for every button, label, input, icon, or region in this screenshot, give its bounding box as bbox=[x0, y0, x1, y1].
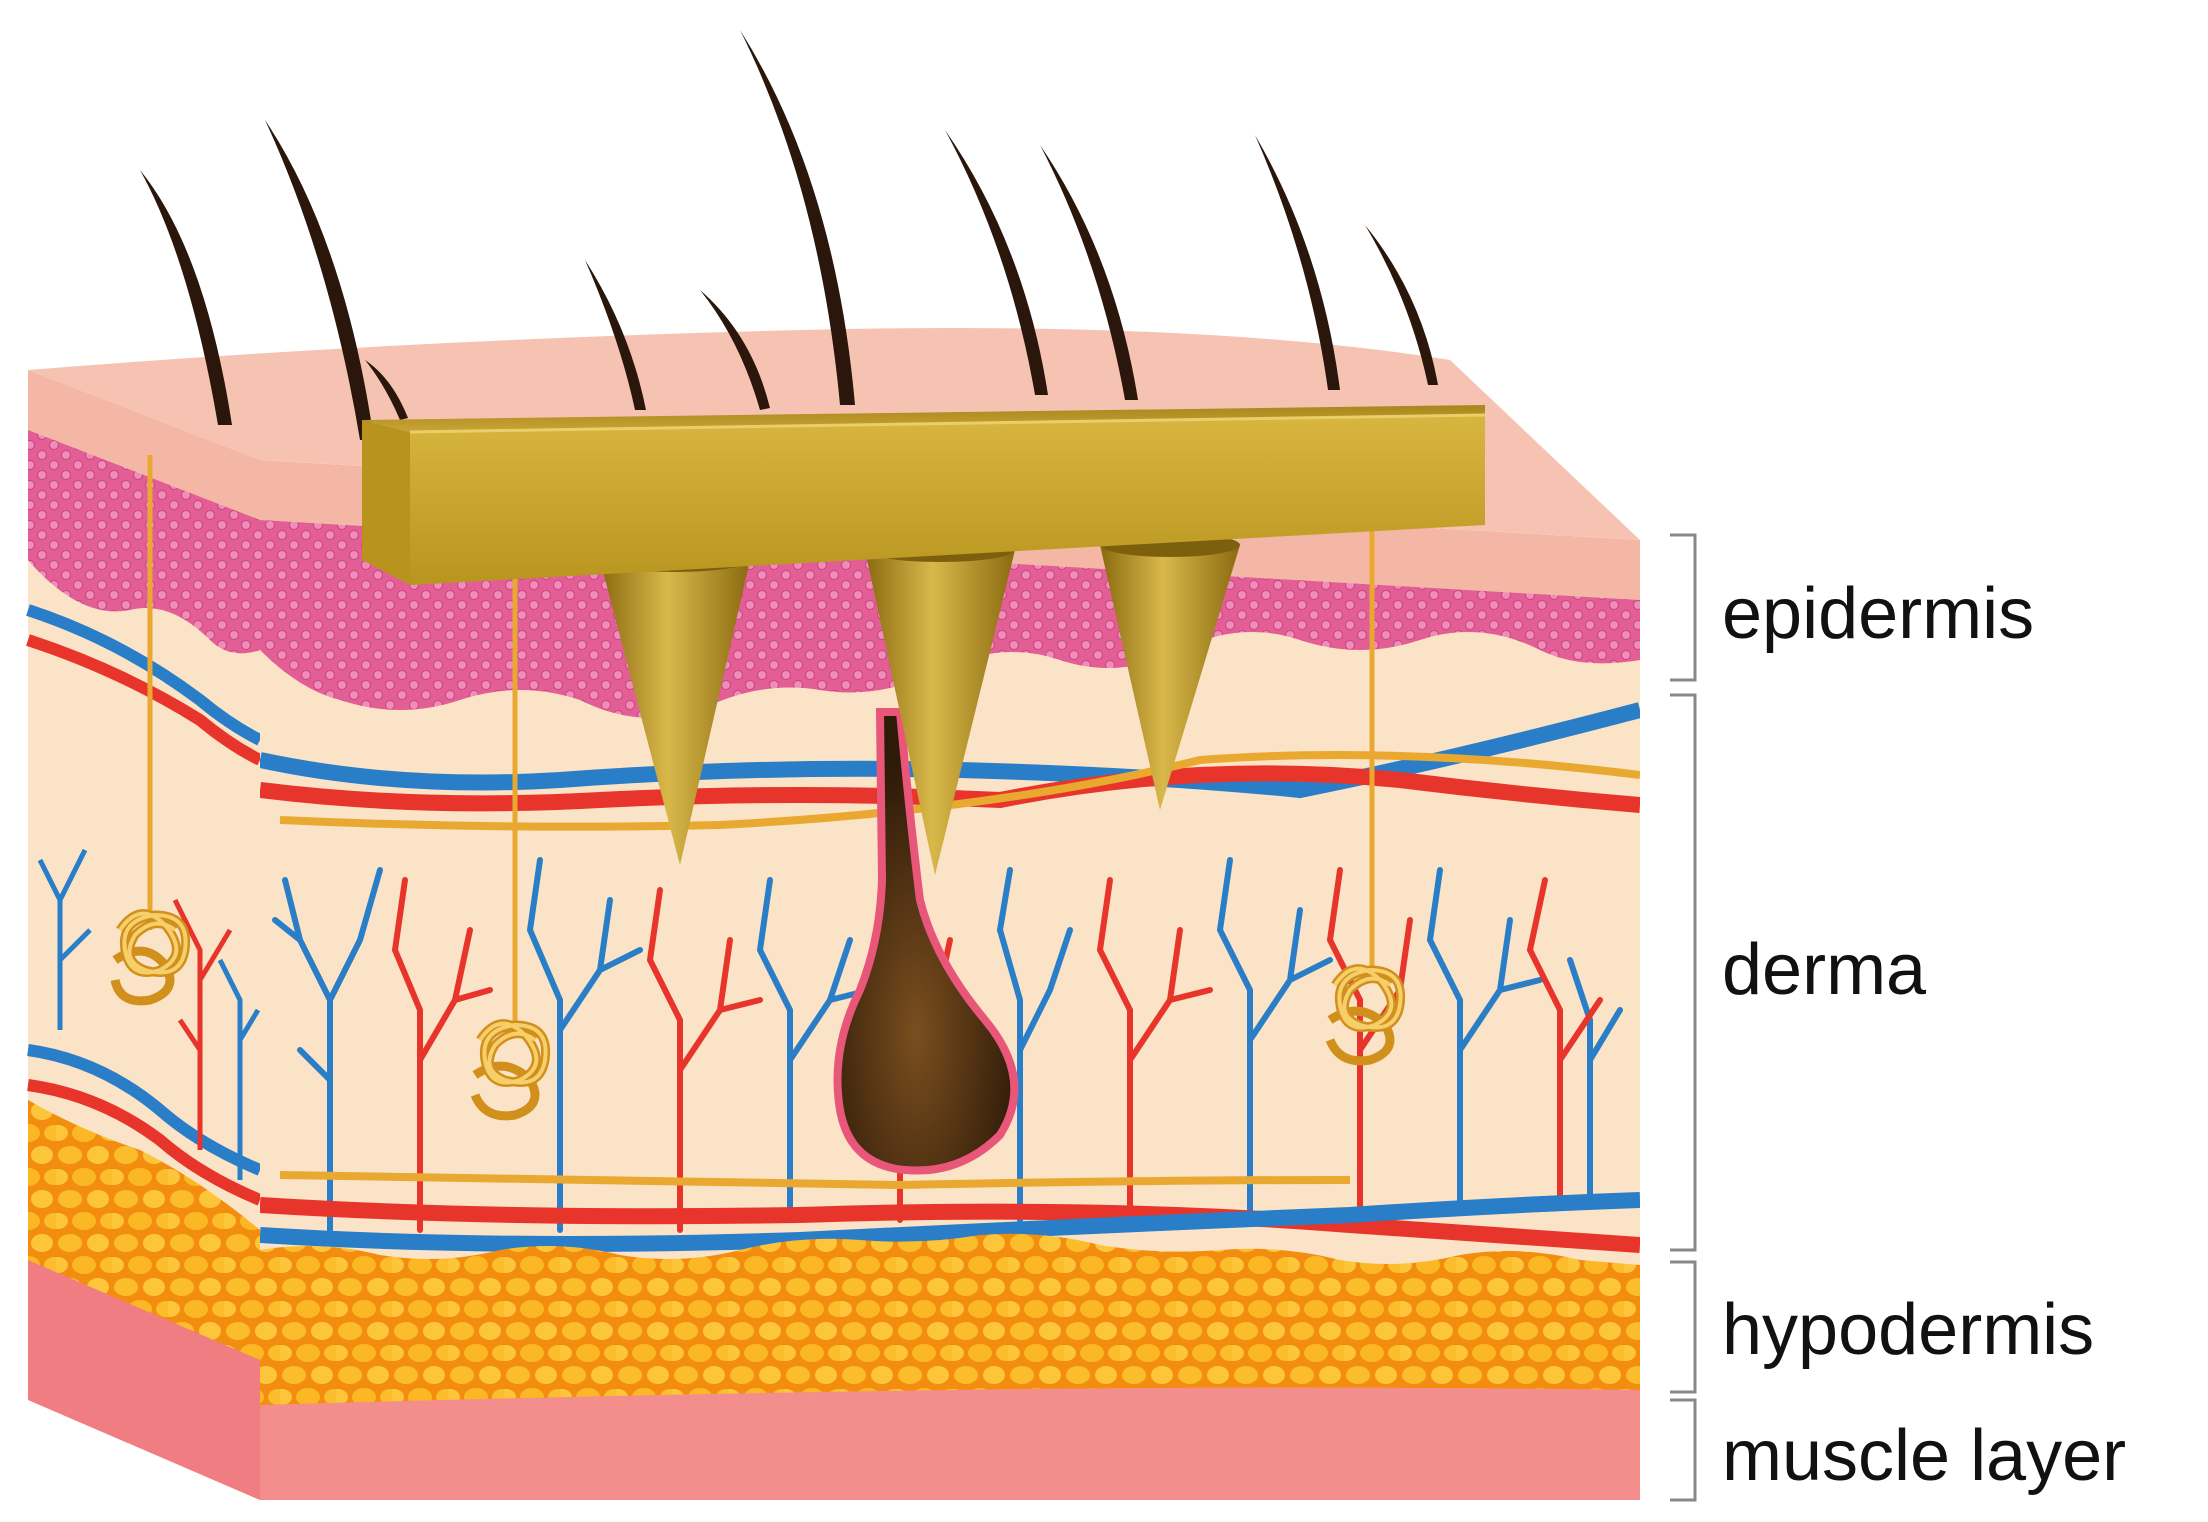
lower-artery bbox=[260, 1197, 1640, 1253]
label-hypodermis: hypodermis bbox=[1722, 1290, 2095, 1370]
label-epidermis: epidermis bbox=[1722, 574, 2035, 654]
hair-follicle bbox=[833, 708, 1019, 1175]
backing-bar-left bbox=[362, 420, 410, 585]
hairs bbox=[140, 30, 1438, 440]
layer-brackets bbox=[1670, 533, 1697, 1502]
muscle-layer bbox=[260, 1387, 1640, 1500]
label-derma: derma bbox=[1722, 930, 1927, 1010]
microneedle-1 bbox=[600, 560, 750, 865]
backing-bar-top bbox=[362, 405, 1485, 432]
upper-nerve bbox=[279, 751, 1640, 831]
lower-nerve bbox=[279, 1171, 1351, 1190]
bracket-muscle bbox=[1670, 1398, 1697, 1502]
backing-bar-front bbox=[410, 415, 1485, 585]
bracket-epidermis bbox=[1670, 533, 1697, 682]
label-muscle-layer: muscle layer bbox=[1722, 1416, 2127, 1496]
lower-vein bbox=[260, 1192, 1640, 1252]
microneedle-array bbox=[362, 405, 1486, 875]
microneedle-3 bbox=[1100, 545, 1240, 810]
microneedle-2 bbox=[865, 550, 1015, 875]
bracket-derma bbox=[1670, 693, 1697, 1252]
bracket-hypodermis bbox=[1670, 1260, 1697, 1394]
vein-capillaries bbox=[272, 857, 1623, 1233]
left-face bbox=[26, 370, 263, 1500]
sweat-glands bbox=[110, 455, 1406, 1121]
hypodermis-layer bbox=[260, 1233, 1640, 1415]
